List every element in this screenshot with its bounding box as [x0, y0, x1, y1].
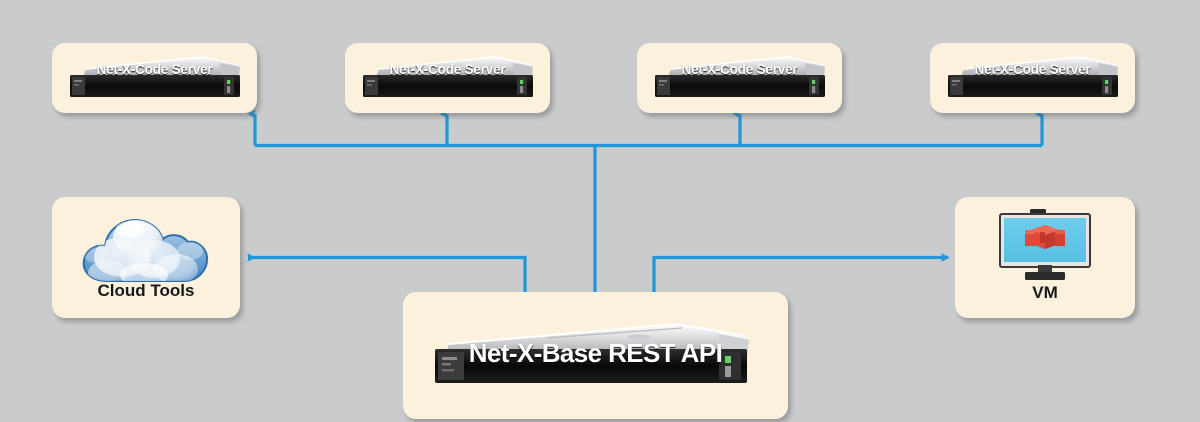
rack-server-icon — [930, 43, 1135, 113]
server-label: Net-X-Code Server — [974, 62, 1091, 77]
cloud-icon — [82, 218, 209, 282]
rack-server-icon — [52, 43, 257, 113]
vm-caption: VM — [1032, 283, 1058, 302]
node-net-x-code-server-2[interactable]: Net-X-Code Server — [345, 43, 550, 113]
server-label: Net-X-Code Server — [96, 62, 213, 77]
rack-server-icon — [435, 322, 750, 383]
node-net-x-code-server-3[interactable]: Net-X-Code Server — [637, 43, 842, 113]
api-label: Net-X-Base REST API — [468, 338, 723, 368]
server-label: Net-X-Code Server — [389, 62, 506, 77]
node-cloud-tools[interactable]: Cloud Tools — [52, 197, 240, 318]
node-net-x-code-server-1[interactable]: Net-X-Code Server — [52, 43, 257, 113]
rack-server-icon — [637, 43, 842, 113]
node-net-x-code-server-4[interactable]: Net-X-Code Server — [930, 43, 1135, 113]
connector-api-to-vm — [652, 253, 950, 300]
connector-api-to-cloud-tools — [247, 253, 527, 300]
monitor-vm-icon — [999, 209, 1091, 280]
node-vm[interactable]: VM — [955, 197, 1135, 318]
server-label: Net-X-Code Server — [681, 62, 798, 77]
cloud-tools-caption: Cloud Tools — [97, 281, 195, 300]
node-net-x-base-rest-api[interactable]: Net-X-Base REST API — [403, 292, 788, 419]
rack-server-icon — [345, 43, 550, 113]
